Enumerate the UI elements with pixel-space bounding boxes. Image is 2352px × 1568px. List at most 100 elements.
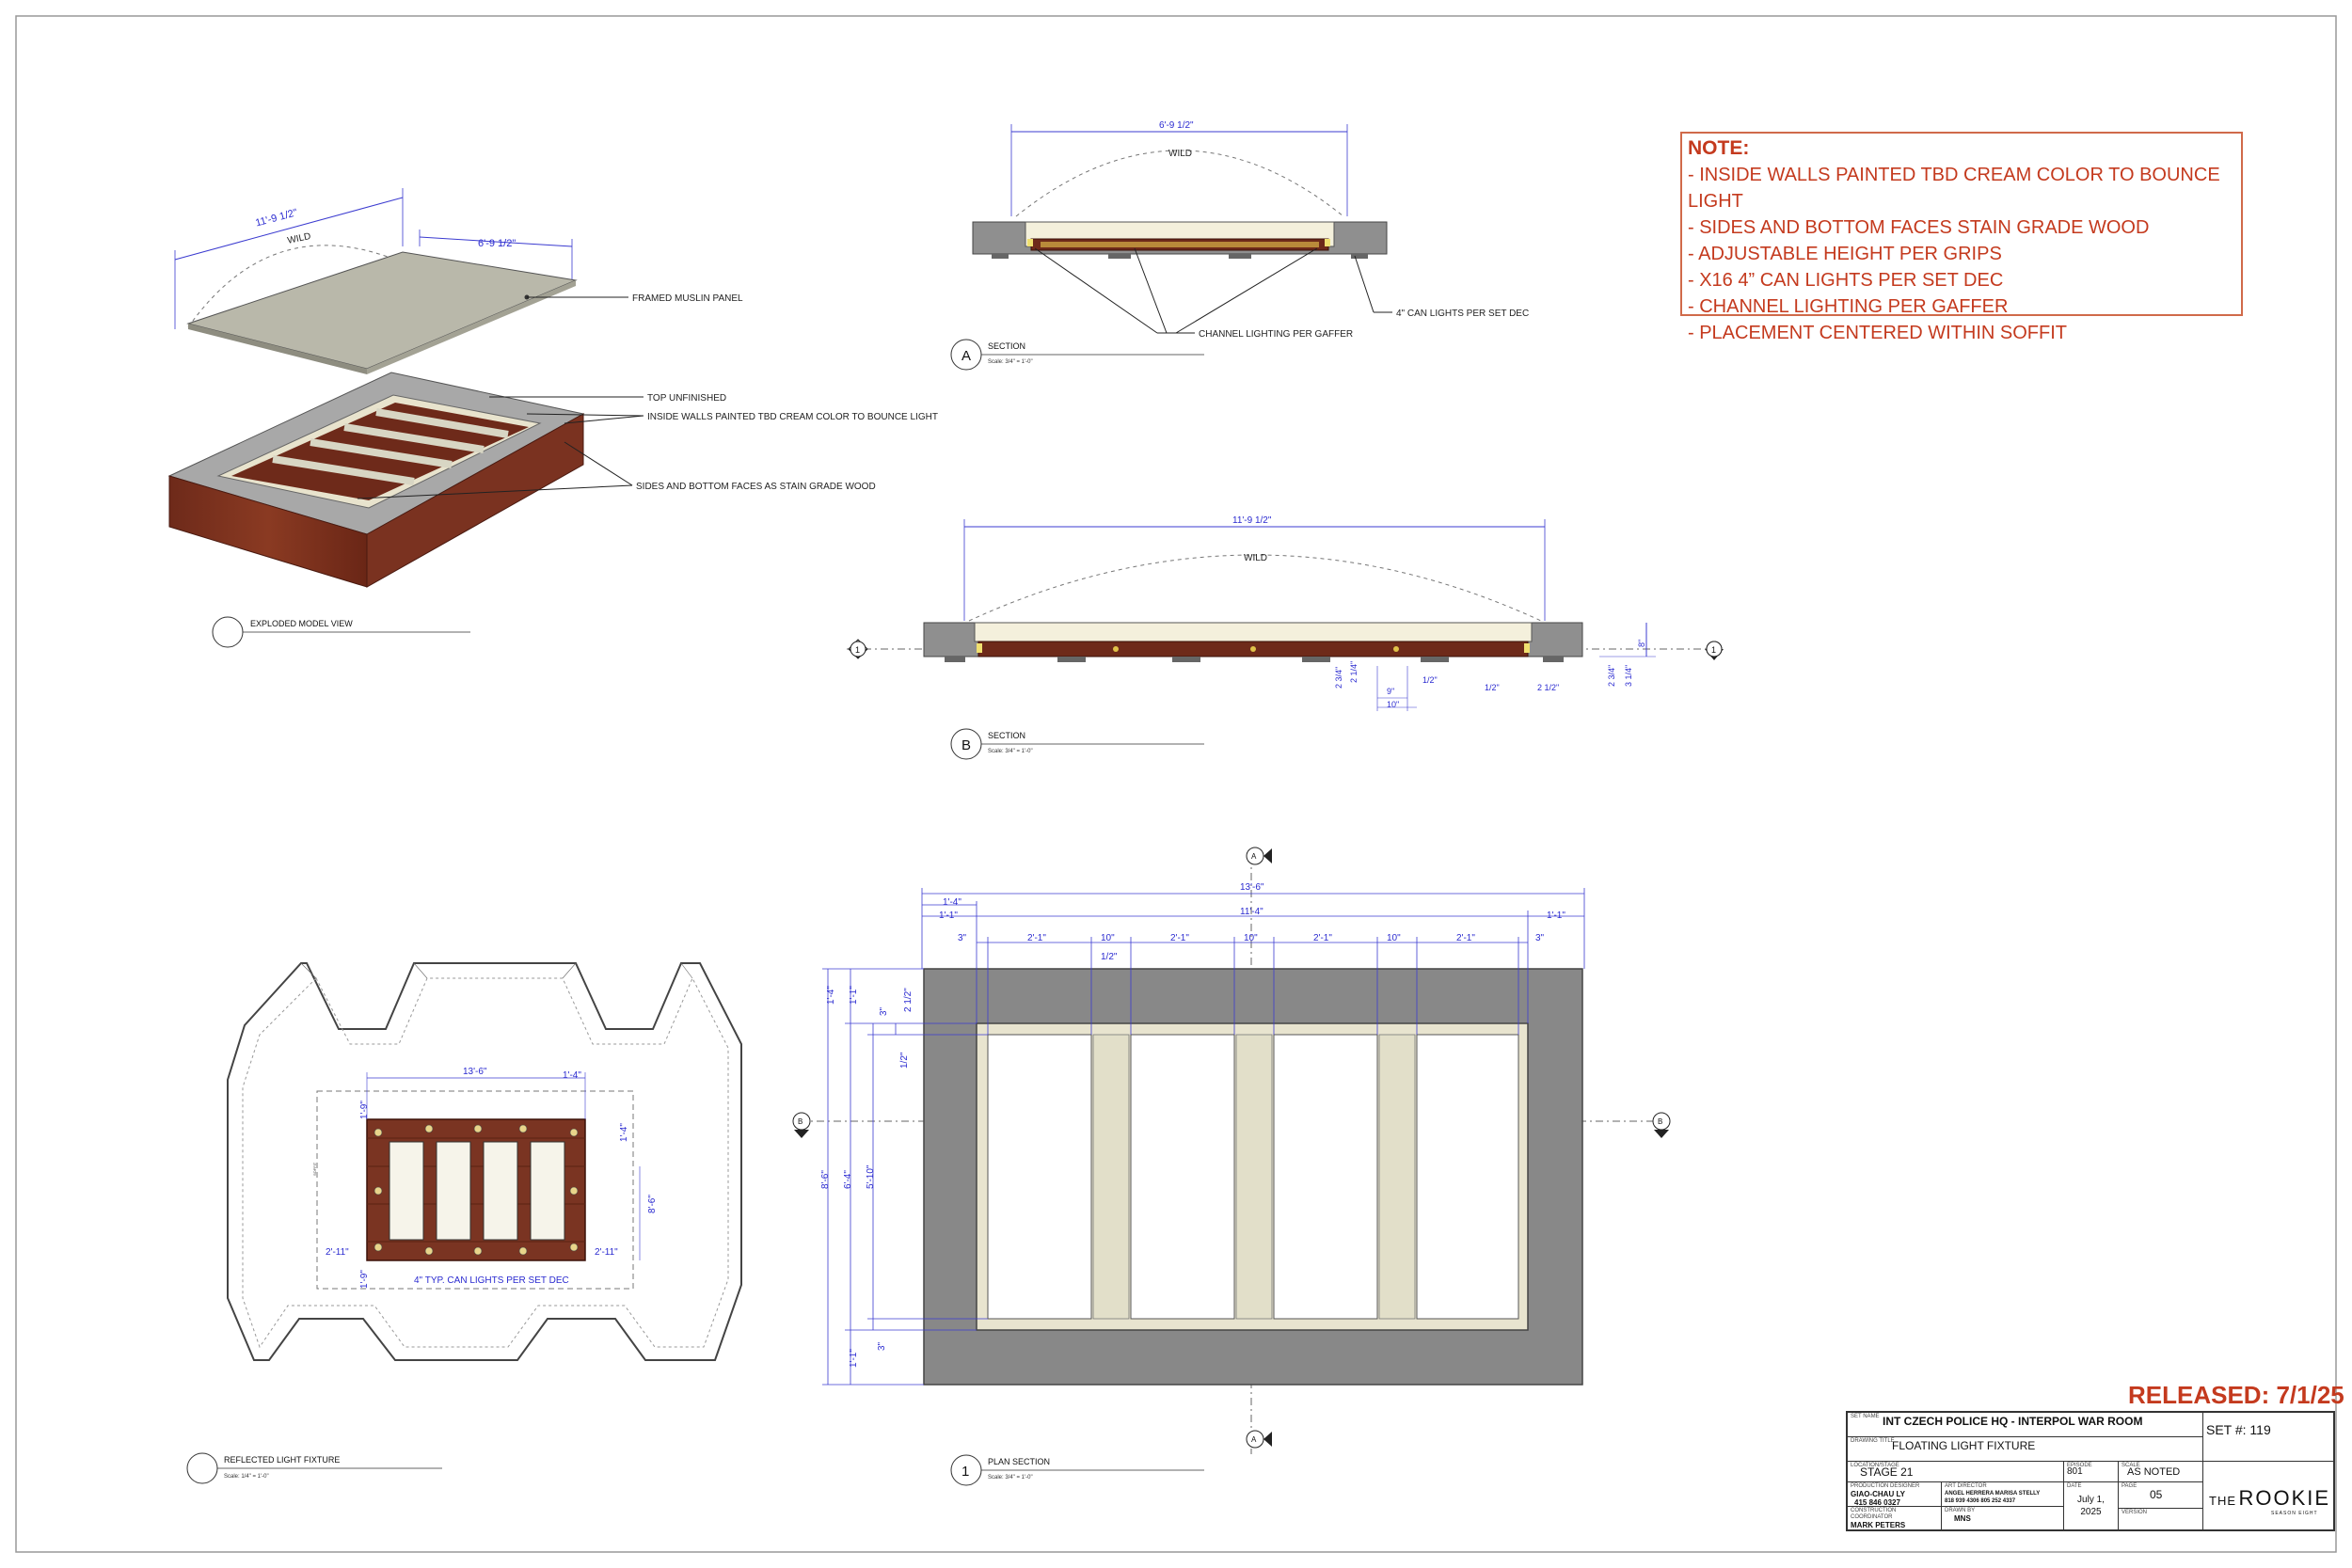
show-logo: THE ROOKIE (2209, 1486, 2331, 1510)
tb-art-director: ART DIRECTOR ANGEL HERRERA MARISA STELLY… (1942, 1482, 2064, 1507)
sheet-border (15, 15, 2337, 1553)
reflected-dim-1-4-side: 1'-4" (619, 1123, 629, 1142)
plan-d-6-4: 6'-4" (843, 1170, 853, 1189)
section-b-d10: 10" (1387, 700, 1399, 709)
section-b: 11'-9 1/2" WILD 1 1 8" 2 3/4" 3 (847, 515, 1724, 760)
tb-date: DATE July 1, 2025 (2064, 1482, 2119, 1531)
tb-drawn-by: DRAWN BY MNS (1942, 1507, 2064, 1531)
reflected-title: REFLECTED LIGHT FIXTURE (224, 1455, 340, 1465)
plan-marker-a-bottom: A (1251, 1435, 1257, 1444)
plan-d-1-4-left: 1'-4" (826, 986, 836, 1005)
plan-marker-b-left: B (798, 1117, 803, 1126)
reflected-dim-2-11-right: 2'-11" (595, 1247, 618, 1258)
tb-production-designer: PRODUCTION DESIGNER GIAO-CHAU LY 415 846… (1848, 1482, 1942, 1507)
plan-d-10-a: 10" (1101, 933, 1115, 943)
plan-d-3-bottom-v: 3" (877, 1341, 887, 1351)
plan-d-3-left: 3" (958, 933, 967, 943)
note-line: - X16 4” CAN LIGHTS PER SET DEC (1688, 270, 2004, 291)
tb-scale: SCALE AS NOTED (2119, 1462, 2203, 1482)
tb-version: VERSION (2119, 1509, 2203, 1531)
section-b-d2half: 2 1/2" (1537, 683, 1559, 692)
reflected-label-soffit: SOFFIT (312, 1162, 317, 1176)
note-line: - CHANNEL LIGHTING PER GAFFER (1688, 296, 2009, 317)
section-a-scale: Scale: 3/4" = 1'-0" (988, 359, 1033, 365)
note-title: NOTE: (1688, 137, 1750, 159)
reflected-bubble (186, 1452, 218, 1484)
reflected-dim-1-9-bottom: 1'-9" (359, 1270, 370, 1289)
plan-d-2-1-d: 2'-1" (1456, 933, 1475, 943)
section-b-d234-right: 2 3/4" (1607, 665, 1616, 687)
tb-logo: THE ROOKIE SEASON EIGHT (2209, 1486, 2331, 1516)
view-bubble (212, 616, 244, 648)
exploded-model-view: 11'-9 1/2" 6'-9 1/2" WILD FRAMED MUSLIN … (167, 188, 938, 648)
plan-d-11-4: 11'-4" (1240, 907, 1263, 917)
reflected-dim-2-11-left: 2'-11" (326, 1247, 349, 1258)
plan-d-3-right: 3" (1535, 933, 1545, 943)
section-b-dhalf: 1/2" (1422, 675, 1438, 685)
section-b-marker-left: 1 (855, 645, 860, 655)
plan-d-2-1-b: 2'-1" (1170, 933, 1189, 943)
reflected-dim-top: 13'-6" (463, 1067, 487, 1077)
exploded-view-title: EXPLODED MODEL VIEW (250, 619, 353, 628)
section-a-label-channel: CHANNEL LIGHTING PER GAFFER (1199, 329, 1353, 340)
reflected-dim-1-9-top: 1'-9" (359, 1101, 370, 1119)
wild-label: WILD (287, 231, 312, 246)
section-b-dim: 11'-9 1/2" (1232, 515, 1272, 526)
reflected-scale: Scale: 1/4" = 1'-0" (224, 1474, 269, 1480)
plan-d-1-1-left-v: 1'-1" (849, 986, 859, 1005)
reflected-dim-8-6: 8'-6" (647, 1195, 658, 1213)
plan-d-1-4: 1'-4" (943, 897, 961, 908)
plan-d-5-10: 5'-10" (866, 1164, 876, 1189)
note-line: - ADJUSTABLE HEIGHT PER GRIPS (1688, 244, 2002, 264)
plan-d-10-b: 10" (1244, 933, 1258, 943)
section-b-d214: 2 1/4" (1349, 661, 1359, 683)
plan-d-2half-left: 2 1/2" (903, 988, 914, 1012)
tb-location: LOCATION/STAGE STAGE 21 (1848, 1462, 2064, 1482)
note-line: - INSIDE WALLS PAINTED TBD CREAM COLOR T… (1688, 165, 2220, 212)
section-b-wild: WILD (1244, 553, 1267, 563)
section-a-label-can: 4" CAN LIGHTS PER SET DEC (1396, 309, 1529, 319)
plan-section: A A B B 13'- (792, 847, 1671, 1486)
section-a: 6'-9 1/2" WILD CHANNEL LIGHTING PER GAFF… (950, 120, 1529, 371)
section-a-letter: A (961, 348, 971, 364)
plan-d-10-c: 10" (1387, 933, 1401, 943)
label-inside-walls: INSIDE WALLS PAINTED TBD CREAM COLOR TO … (647, 412, 938, 422)
plan-letter: 1 (961, 1464, 969, 1480)
tb-set-name: SET NAME INT CZECH POLICE HQ - INTERPOL … (1848, 1413, 2203, 1437)
section-a-dim: 6'-9 1/2" (1159, 120, 1194, 131)
reflected-light-fixture: 13'-6" 1'-4" 1'-9" 1'-4" 8'-6" 2'-11" 2'… (186, 962, 742, 1484)
plan-d-1-1-right: 1'-1" (1547, 911, 1565, 921)
plan-title: PLAN SECTION (988, 1457, 1050, 1466)
section-b-marker-right: 1 (1711, 645, 1716, 655)
section-b-d9: 9" (1387, 687, 1394, 696)
plan-d-1-1-bottom-v: 1'-1" (849, 1349, 859, 1368)
reflected-label-can: 4" TYP. CAN LIGHTS PER SET DEC (414, 1275, 569, 1286)
plan-scale: Scale: 3/4" = 1'-0" (988, 1475, 1033, 1481)
dim-width: 6'-9 1/2" (478, 238, 516, 249)
reflected-dim-1-4-top: 1'-4" (563, 1070, 581, 1081)
plan-d-1-1-left: 1'-1" (939, 911, 958, 921)
section-b-dhalf-2: 1/2" (1485, 683, 1500, 692)
label-framed-muslin-panel: FRAMED MUSLIN PANEL (632, 293, 743, 304)
tb-page: PAGE 05 (2119, 1482, 2203, 1509)
title-block: SET NAME INT CZECH POLICE HQ - INTERPOL … (1846, 1411, 2335, 1531)
plan-d-13-6: 13'-6" (1240, 882, 1264, 893)
tb-construction-coordinator: CONSTRUCTION COORDINATOR MARK PETERS (1848, 1507, 1942, 1531)
plan-d-3-left-v: 3" (879, 1006, 889, 1016)
tb-episode: EPISODE 801 (2064, 1462, 2119, 1482)
label-top-unfinished: TOP UNFINISHED (647, 393, 726, 404)
plan-marker-b-right: B (1658, 1117, 1662, 1126)
tb-drawing-title: DRAWING TITLE FLOATING LIGHT FIXTURE (1848, 1437, 2203, 1462)
section-b-d8: 8" (1637, 640, 1646, 647)
section-b-scale: Scale: 3/4" = 1'-0" (988, 749, 1033, 754)
label-sides-bottom: SIDES AND BOTTOM FACES AS STAIN GRADE WO… (636, 482, 876, 492)
section-a-title: SECTION (988, 341, 1025, 351)
section-b-d234: 2 3/4" (1334, 667, 1343, 689)
tb-set-number: SET #: 119 (2203, 1413, 2335, 1462)
section-b-letter: B (961, 737, 971, 753)
plan-d-2-1-c: 2'-1" (1313, 933, 1332, 943)
note-box: NOTE: - INSIDE WALLS PAINTED TBD CREAM C… (1680, 132, 2243, 343)
section-b-d314: 3 1/4" (1624, 665, 1633, 687)
plan-d-half-top: 1/2" (1101, 952, 1118, 962)
